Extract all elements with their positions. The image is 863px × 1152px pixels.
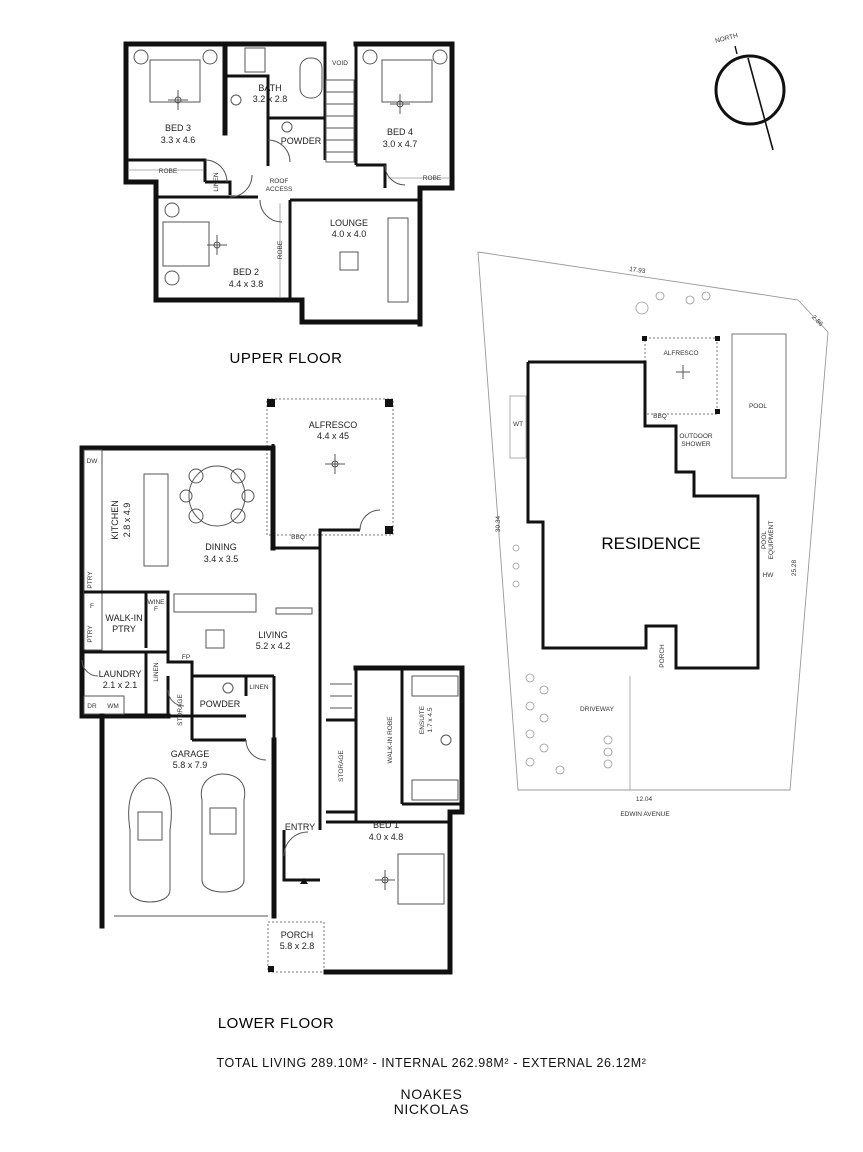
- bed1-size: 4.0 x 4.8: [369, 832, 404, 842]
- walkin-pantry-label-1: WALK-IN: [105, 613, 142, 623]
- powder-lower-label: POWDER: [200, 699, 241, 709]
- agency-name-line1: NOAKES: [400, 1086, 463, 1102]
- dishwasher-label: DW: [87, 458, 99, 465]
- dim-left-label: 30.34: [495, 515, 502, 532]
- pantry-label-2: PTRY: [87, 625, 94, 643]
- ensuite-label: ENSUITE: [419, 705, 426, 734]
- roof-access-label-2: ACCESS: [266, 186, 293, 193]
- ensuite-size: 1.7 x 4.5: [427, 707, 434, 732]
- upper-floor-plan: [123, 41, 455, 327]
- bed3-label: BED 3: [165, 123, 191, 133]
- kitchen-label: KITCHEN: [110, 500, 120, 540]
- hot-water-label: HW: [763, 572, 775, 579]
- outdoor-shower-label-1: OUTDOOR: [679, 433, 713, 440]
- garage-size: 5.8 x 7.9: [173, 760, 208, 770]
- bed4-label: BED 4: [387, 127, 413, 137]
- robe-bed2-label: ROBE: [277, 240, 284, 259]
- robe-bed3-label: ROBE: [159, 168, 178, 175]
- dim-bottom-label: 12.04: [636, 796, 653, 803]
- wine-fridge-label: F: [154, 606, 158, 613]
- bbq-label: BBQ: [291, 534, 305, 541]
- north-label: NORTH: [715, 32, 739, 45]
- wine-label: WINE: [148, 599, 166, 606]
- bath-label: BATH: [258, 83, 281, 93]
- living-size: 5.2 x 4.2: [256, 641, 291, 651]
- pool-equipment-label-1: POOL: [761, 531, 768, 549]
- porch-label: PORCH: [281, 930, 314, 940]
- dryer-label: DR: [87, 703, 97, 710]
- linen-powder-label: LINEN: [249, 684, 268, 691]
- street-label: EDWIN AVENUE: [620, 811, 670, 818]
- linen-laundry-label: LINEN: [153, 662, 160, 681]
- alfresco-size: 4.4 x 45: [317, 431, 349, 441]
- laundry-size: 2.1 x 2.1: [103, 680, 138, 690]
- site-porch-label: PORCH: [659, 644, 666, 668]
- area-totals: TOTAL LIVING 289.10M² - INTERNAL 262.98M…: [216, 1056, 647, 1070]
- walkin-robe-label: WALK-IN ROBE: [387, 716, 394, 764]
- storage-mid-label: STORAGE: [338, 750, 345, 782]
- roof-access-label-1: ROOF: [270, 178, 289, 185]
- bed4-size: 3.0 x 4.7: [383, 139, 418, 149]
- upper-floor-title: UPPER FLOOR: [229, 350, 342, 367]
- pool-label: POOL: [749, 403, 767, 410]
- fireplace-label: FP: [182, 654, 190, 661]
- bed1-label: BED 1: [373, 820, 399, 830]
- laundry-label: LAUNDRY: [99, 669, 142, 679]
- void-label: VOID: [332, 60, 348, 67]
- dim-right-label: 25.28: [791, 559, 798, 576]
- garage-label: GARAGE: [171, 749, 210, 759]
- water-tank-label: WT: [513, 421, 523, 428]
- bed3-size: 3.3 x 4.6: [161, 135, 196, 145]
- robe-bed4-label: ROBE: [423, 175, 442, 182]
- lower-floor-plan: [79, 398, 465, 975]
- outdoor-shower-label-2: SHOWER: [681, 441, 711, 448]
- fridge-label: F: [90, 603, 94, 610]
- site-bbq-label: BBQ: [653, 413, 667, 420]
- lounge-size: 4.0 x 4.0: [332, 229, 367, 239]
- site-plan: [477, 251, 829, 791]
- entry-label: ENTRY: [285, 822, 315, 832]
- driveway-label: DRIVEWAY: [580, 706, 615, 713]
- lounge-label: LOUNGE: [330, 218, 368, 228]
- powder-upper-label: POWDER: [281, 136, 322, 146]
- site-alfresco-label: ALFRESCO: [663, 350, 698, 357]
- bath-size: 3.2 x 2.8: [253, 94, 288, 104]
- agency-name-line2: NICKOLAS: [393, 1101, 470, 1117]
- lower-floor-title: LOWER FLOOR: [218, 1015, 334, 1032]
- dining-label: DINING: [205, 542, 237, 552]
- storage-left-label: STORAGE: [177, 694, 184, 726]
- dining-size: 3.4 x 3.5: [204, 554, 239, 564]
- kitchen-size: 2.8 x 4.9: [122, 503, 132, 538]
- porch-size: 5.8 x 2.8: [280, 941, 315, 951]
- dim-top-label: 17.93: [629, 266, 646, 275]
- bed2-label: BED 2: [233, 267, 259, 277]
- pantry-label-1: PTRY: [87, 571, 94, 589]
- residence-label: RESIDENCE: [601, 534, 700, 553]
- pool-equipment-label-2: EQUIPMENT: [768, 521, 775, 560]
- bed2-size: 4.4 x 3.8: [229, 279, 264, 289]
- alfresco-label: ALFRESCO: [309, 420, 358, 430]
- walkin-pantry-label-2: PTRY: [112, 624, 136, 634]
- linen-upper-label: LINEN: [213, 172, 220, 191]
- living-label: LIVING: [258, 630, 288, 640]
- north-compass-icon: NORTH: [714, 32, 786, 151]
- washing-machine-label: WM: [107, 703, 119, 710]
